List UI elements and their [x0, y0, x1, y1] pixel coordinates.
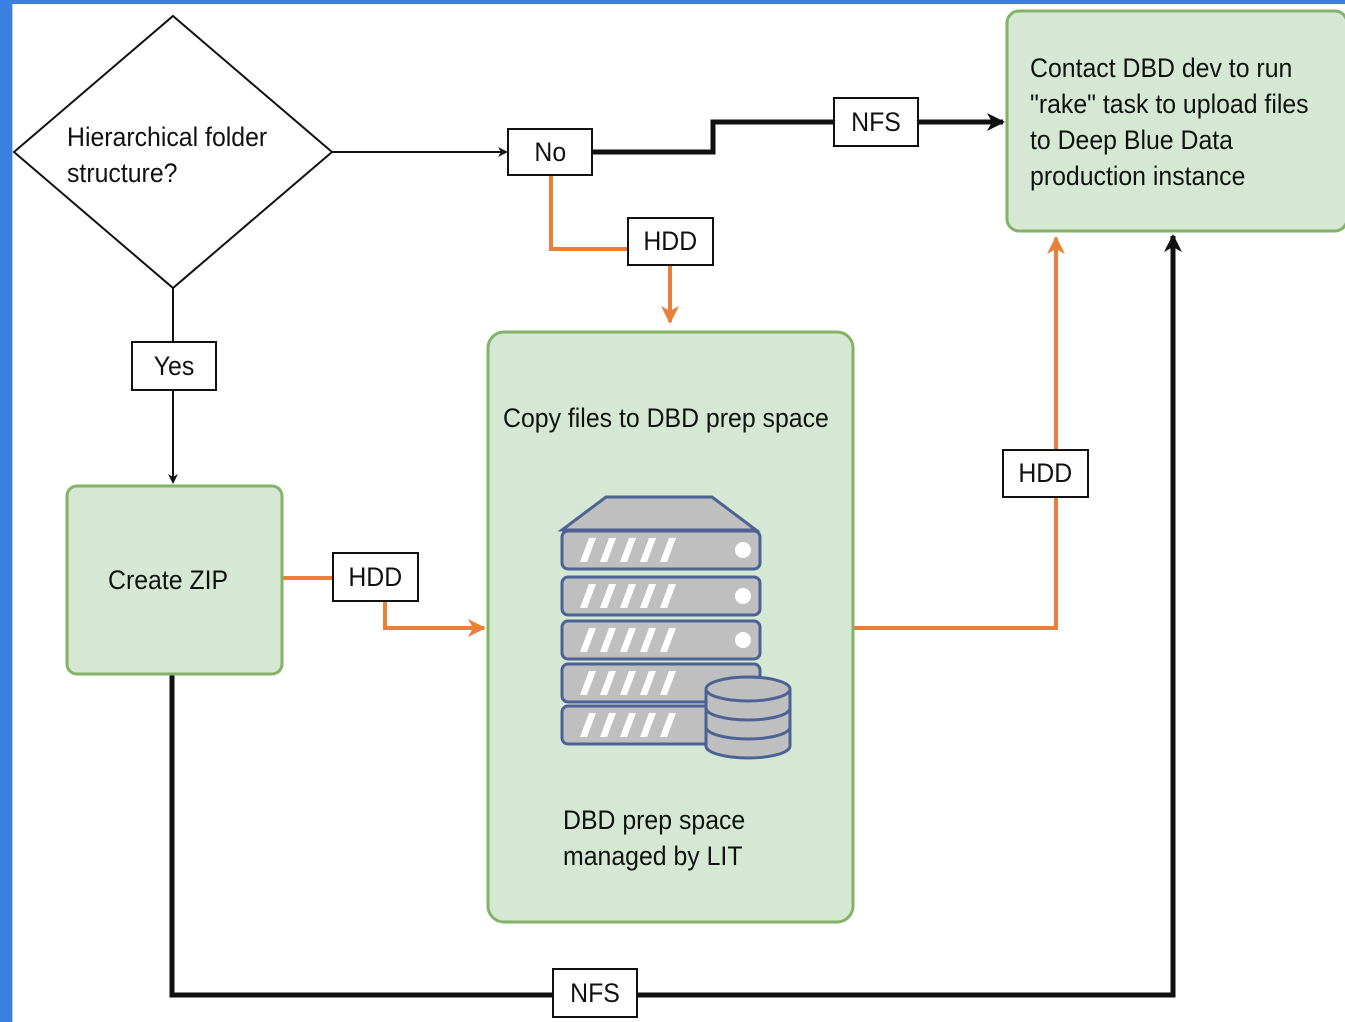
decision-text-line: structure?	[67, 158, 178, 188]
label-nfs-bottom: NFS	[552, 968, 638, 1018]
decision-text-line: Hierarchical folder	[67, 122, 268, 152]
label-yes: Yes	[131, 341, 217, 391]
contact-dev-text: Contact DBD dev to run "rake" task to up…	[1030, 50, 1309, 194]
edge-prep-to-contact-hdd	[853, 236, 1065, 630]
contact-dev-text-line: Contact DBD dev to run	[1030, 53, 1293, 83]
edge-no-to-prep-hdd	[549, 176, 679, 324]
label-no: No	[507, 128, 593, 176]
label-hdd-right: HDD	[1002, 449, 1089, 498]
contact-dev-box	[1005, 9, 1345, 233]
contact-dev-text-line: to Deep Blue Data	[1030, 125, 1233, 155]
edge-zip-to-contact-nfs	[169, 234, 1182, 998]
contact-dev-text-line: production instance	[1030, 161, 1246, 191]
label-nfs-top: NFS	[833, 97, 919, 147]
prep-space-caption-line: managed by LIT	[563, 841, 743, 871]
create-zip-label: Create ZIP	[108, 565, 229, 595]
create-zip-box	[65, 484, 284, 676]
prep-space-title: Copy files to DBD prep space	[503, 403, 829, 433]
edge-no-to-contact-nfs	[593, 113, 1005, 155]
label-hdd-top: HDD	[627, 217, 714, 266]
prep-space-caption-line: DBD prep space	[563, 805, 746, 835]
decision-text: Hierarchical folder structure?	[67, 119, 267, 191]
prep-space-caption: DBD prep space managed by LIT	[563, 802, 745, 874]
window-backdrop-left	[0, 0, 14, 1022]
label-hdd-mid: HDD	[332, 552, 419, 602]
server-database-icon	[557, 495, 792, 760]
contact-dev-text-line: "rake" task to upload files	[1030, 89, 1309, 119]
